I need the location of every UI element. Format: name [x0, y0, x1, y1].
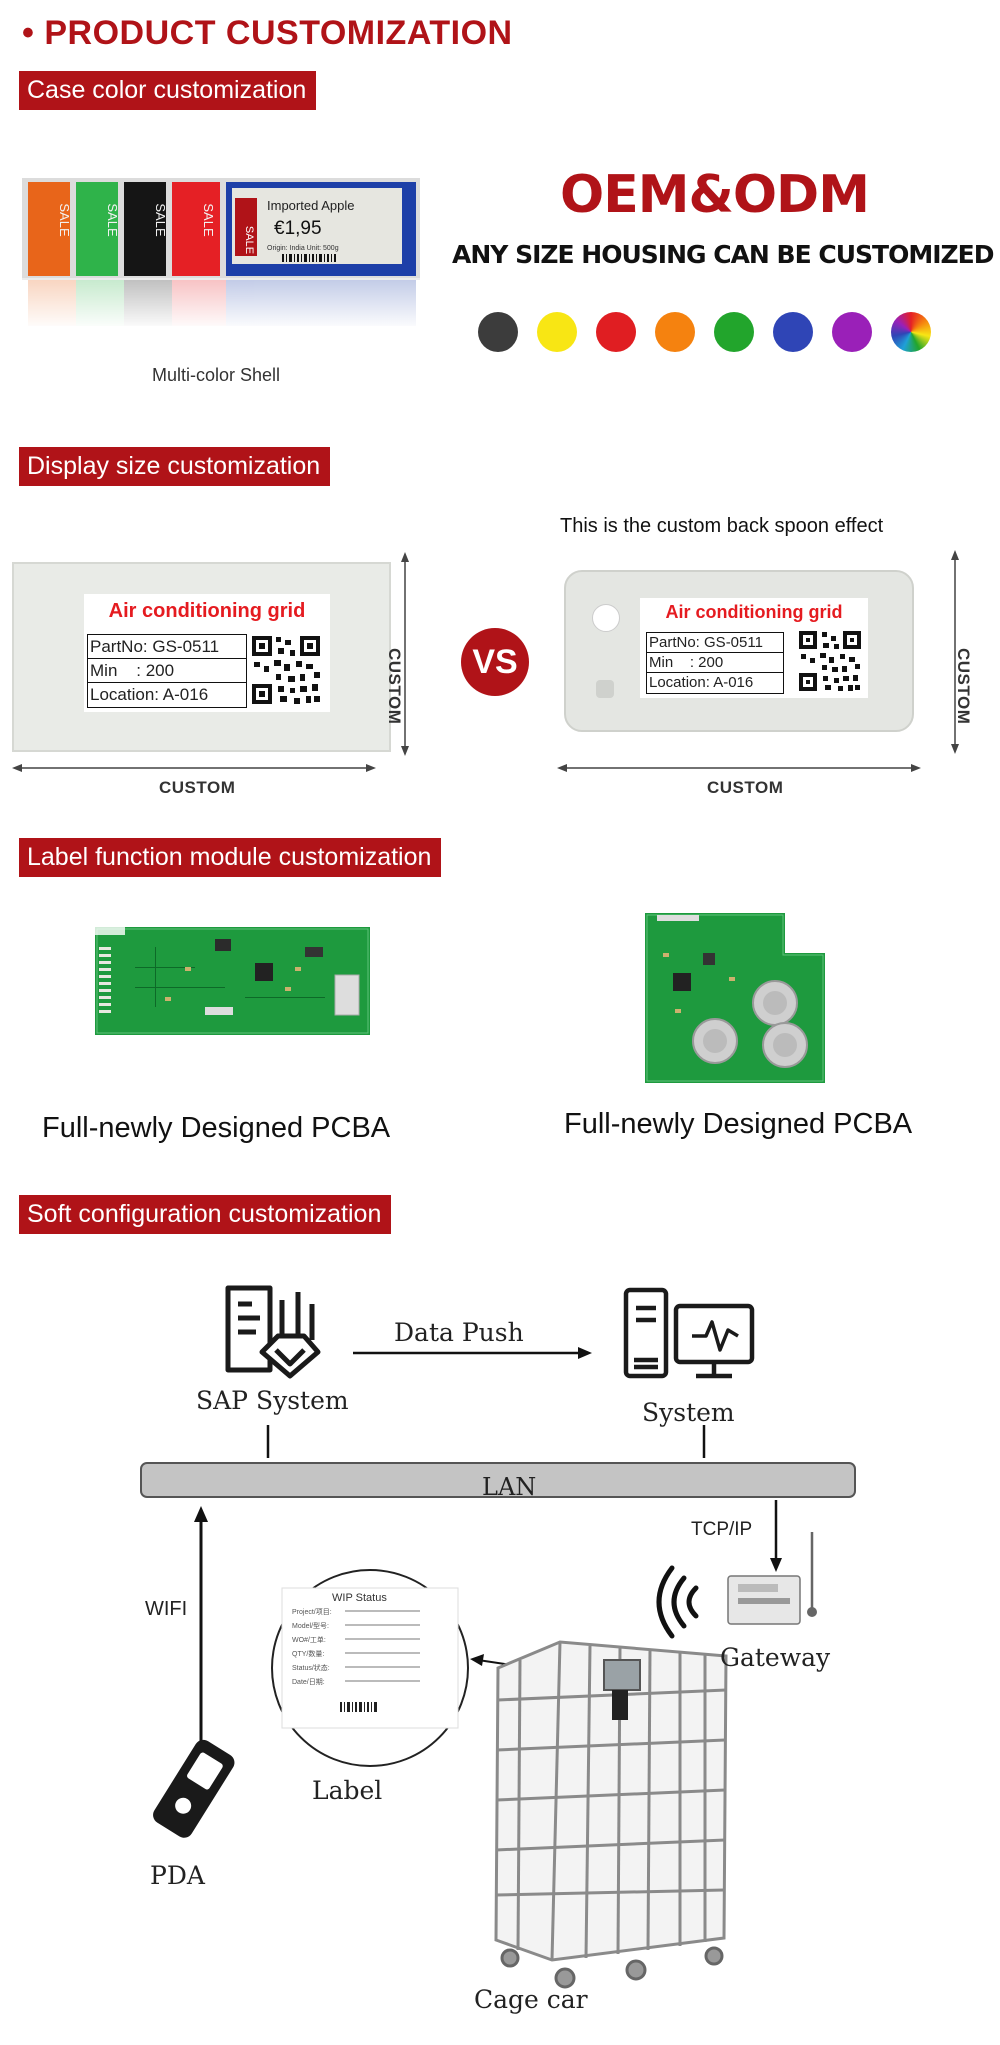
tag-row: PartNo: GS-0511	[88, 635, 246, 659]
tag-row: PartNo: GS-0511	[647, 633, 783, 653]
display-tag-right: Air conditioning grid PartNo: GS-0511 Mi…	[564, 570, 914, 732]
label-caption: Label	[312, 1776, 383, 1805]
section-label-case-color: Case color customization	[19, 71, 317, 110]
spoon-hole	[592, 604, 620, 632]
shell-caption: Multi-color Shell	[152, 365, 281, 385]
tag-title: Air conditioning grid	[108, 600, 306, 622]
dimension-arrows-right	[557, 550, 959, 772]
section-label-display-size: Display size customization	[19, 447, 331, 486]
vs-badge: VS	[461, 628, 529, 696]
wip-field-list: Project/项目: Model/型号: WO#/工单: QTY/数量: St…	[292, 1606, 332, 1690]
pcba-board-left	[95, 927, 370, 1035]
sale-text: SALE	[243, 226, 255, 254]
pcba-board-right	[645, 913, 825, 1083]
tag-row: Location: A-016	[90, 685, 209, 704]
sap-system-label: SAP System	[196, 1386, 349, 1415]
wip-field: Project/项目:	[292, 1609, 332, 1616]
pcba-caption-right: Full-newly Designed PCBA	[564, 1108, 913, 1140]
custom-label-vertical-right: CUSTOM	[954, 648, 973, 725]
dimension-arrows-left	[12, 552, 409, 772]
color-swatch-rainbow	[891, 312, 931, 352]
section-label-soft-config: Soft configuration customization	[19, 1195, 392, 1234]
color-swatch	[478, 312, 518, 352]
esl-tag-on-cage	[603, 1659, 641, 1691]
custom-label-vertical-left: CUSTOM	[385, 648, 404, 725]
qr-code-icon	[250, 634, 322, 706]
lan-label: LAN	[482, 1473, 537, 1501]
color-swatch	[655, 312, 695, 352]
tag-row: Location: A-016	[649, 674, 754, 691]
wip-field: QTY/数量:	[292, 1651, 325, 1658]
custom-label-horizontal-left: CUSTOM	[159, 778, 236, 797]
system-diagram	[140, 1285, 856, 1989]
product-price: €1,95	[274, 218, 322, 239]
wip-field: Date/日期:	[292, 1679, 325, 1686]
system-label: System	[642, 1398, 735, 1427]
product-origin: Origin: India Unit: 500g	[267, 245, 339, 252]
sap-system-icon	[225, 1285, 321, 1379]
oem-subheading: ANY SIZE HOUSING CAN BE CUSTOMIZED	[452, 240, 994, 269]
wifi-label: WIFI	[145, 1598, 188, 1620]
color-swatch	[596, 312, 636, 352]
gateway-device	[727, 1532, 817, 1625]
data-push-label: Data Push	[394, 1318, 524, 1347]
display-tag-left: Air conditioning grid PartNo: GS-0511 Mi…	[12, 562, 391, 752]
wip-status-title: WIP Status	[332, 1592, 387, 1604]
tcp-ip-label: TCP/IP	[691, 1519, 753, 1540]
pcba-caption-left: Full-newly Designed PCBA	[42, 1112, 391, 1144]
cage-car-label: Cage car	[474, 1985, 588, 2014]
pda-label: PDA	[150, 1861, 205, 1890]
pda-icon	[153, 1739, 235, 1838]
button-pad	[596, 680, 614, 698]
tag-title: Air conditioning grid	[665, 602, 843, 622]
wireless-signal-icon	[656, 1565, 699, 1639]
wip-field: Status/状态:	[292, 1665, 330, 1672]
color-swatch	[537, 312, 577, 352]
tag-row: Min : 200	[88, 659, 246, 683]
section-label-label-function: Label function module customization	[19, 838, 442, 877]
cage-car-image	[494, 1640, 728, 1989]
qr-code-icon	[799, 631, 861, 691]
page-title: • PRODUCT CUSTOMIZATION	[22, 14, 513, 52]
wip-field: WO#/工单:	[292, 1637, 326, 1644]
wip-field: Model/型号:	[292, 1623, 329, 1630]
sale-text: SALE	[201, 203, 216, 237]
oem-odm-heading: OEM&ODM	[560, 165, 870, 225]
system-icon	[623, 1287, 755, 1379]
custom-label-horizontal-right: CUSTOM	[707, 778, 784, 797]
sale-text: SALE	[153, 203, 168, 237]
multi-color-shell-image: SALE Imported Apple €1,95 Origin: India …	[22, 178, 422, 330]
spoon-caption: This is the custom back spoon effect	[560, 515, 884, 537]
product-name: Imported Apple	[267, 198, 354, 213]
gateway-label: Gateway	[720, 1643, 831, 1672]
color-swatch	[832, 312, 872, 352]
color-swatches	[478, 312, 938, 356]
color-swatch	[714, 312, 754, 352]
color-swatch	[773, 312, 813, 352]
sale-text: SALE	[57, 203, 72, 237]
tag-row: Min : 200	[647, 653, 783, 673]
sale-text: SALE	[105, 203, 120, 237]
